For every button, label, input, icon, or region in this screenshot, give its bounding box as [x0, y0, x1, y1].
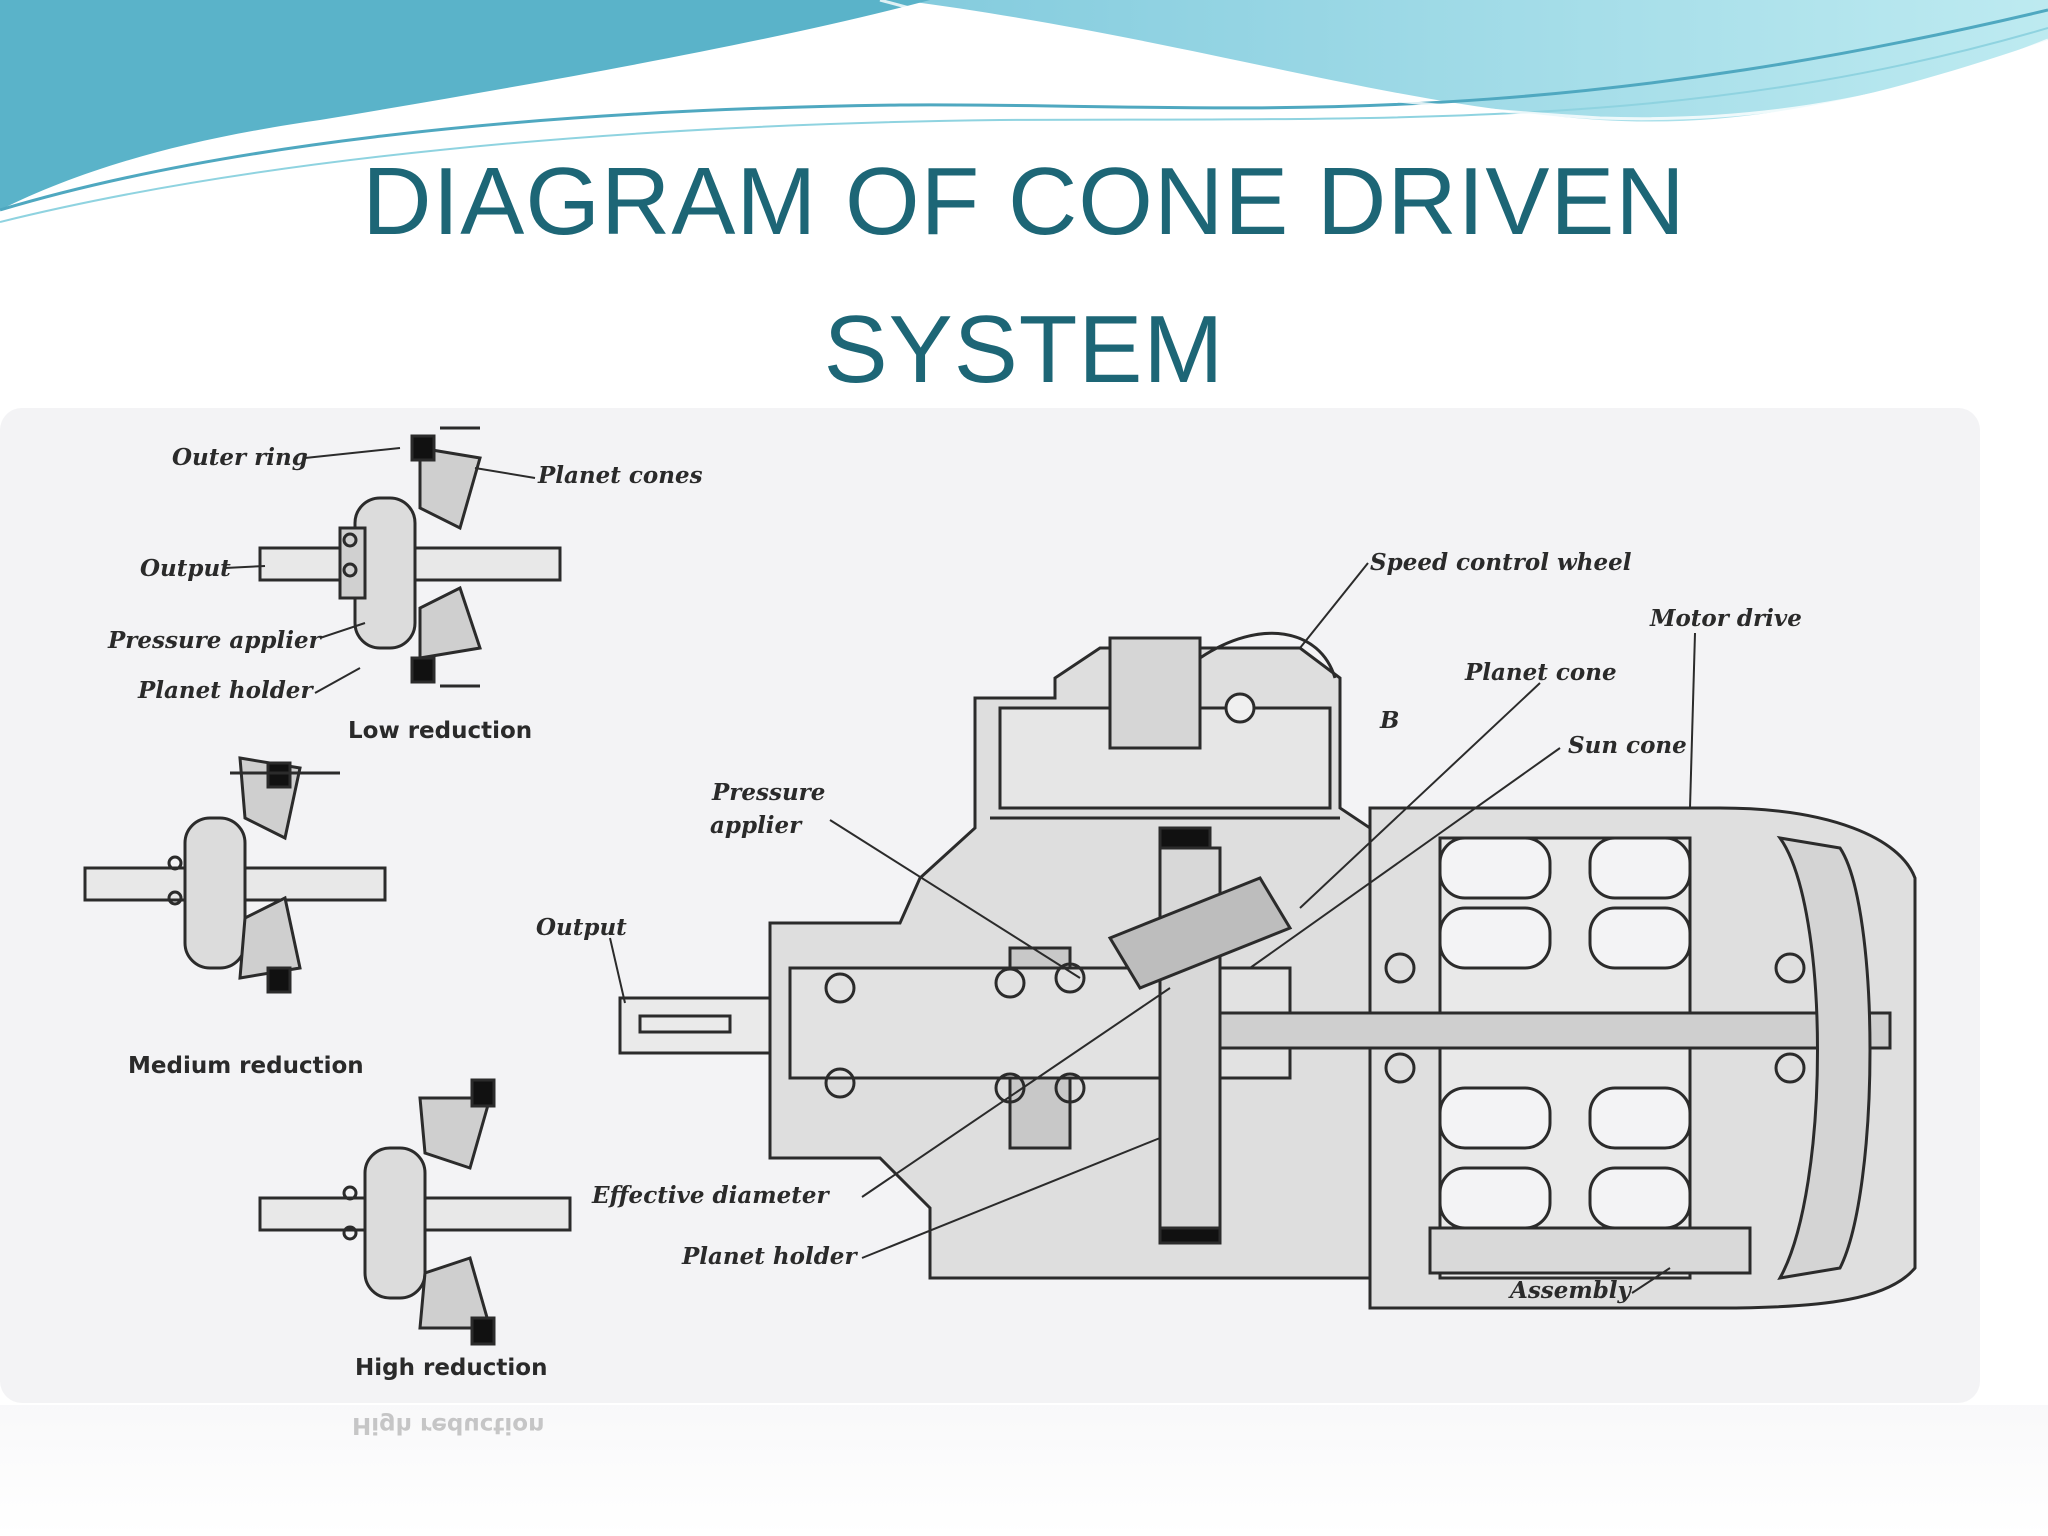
title-line-1: DIAGRAM OF CONE DRIVEN [362, 148, 1686, 255]
low-reduction-view [258, 426, 562, 688]
label-sun-cone: Sun cone [1568, 732, 1687, 759]
label-assembly: Assembly [1508, 1277, 1633, 1304]
label-motor-drive: Motor drive [1649, 605, 1802, 632]
high-reduction-view [258, 1078, 572, 1346]
title-line-2: SYSTEM [823, 296, 1225, 403]
label-planet-cones: Planet cones [537, 462, 703, 489]
label-speed-control-wheel: Speed control wheel [1370, 549, 1632, 576]
label-effective-diameter: Effective diameter [591, 1182, 831, 1209]
label-output-main: Output [536, 914, 627, 941]
panel-reflection [0, 1405, 2048, 1536]
label-planet-holder-small: Planet holder [137, 677, 314, 704]
header-wave-decoration [0, 0, 2048, 223]
label-planet-holder-main: Planet holder [681, 1243, 858, 1270]
reflection-caption: High reduction [352, 1412, 545, 1438]
caption-high-reduction: High reduction [355, 1355, 547, 1381]
label-pressure-line2: applier [710, 812, 803, 839]
cone-drive-diagram: Outer ring Planet cones Output Pressure … [83, 426, 1917, 1381]
main-assembly-cross-section [618, 631, 1917, 1310]
caption-medium-reduction: Medium reduction [128, 1053, 364, 1079]
caption-low-reduction: Low reduction [348, 718, 532, 744]
label-outer-ring: Outer ring [172, 444, 308, 471]
leader-lines [224, 447, 1696, 1294]
medium-reduction-view [83, 756, 387, 994]
label-b-marker: B [1379, 707, 1399, 734]
label-planet-cone: Planet cone [1464, 659, 1617, 686]
label-output-small: Output [140, 555, 231, 582]
label-pressure-applier-small: Pressure applier [107, 627, 323, 654]
label-pressure-line1: Pressure [711, 779, 825, 806]
slide-title: DIAGRAM OF CONE DRIVEN SYSTEM [0, 128, 2048, 424]
